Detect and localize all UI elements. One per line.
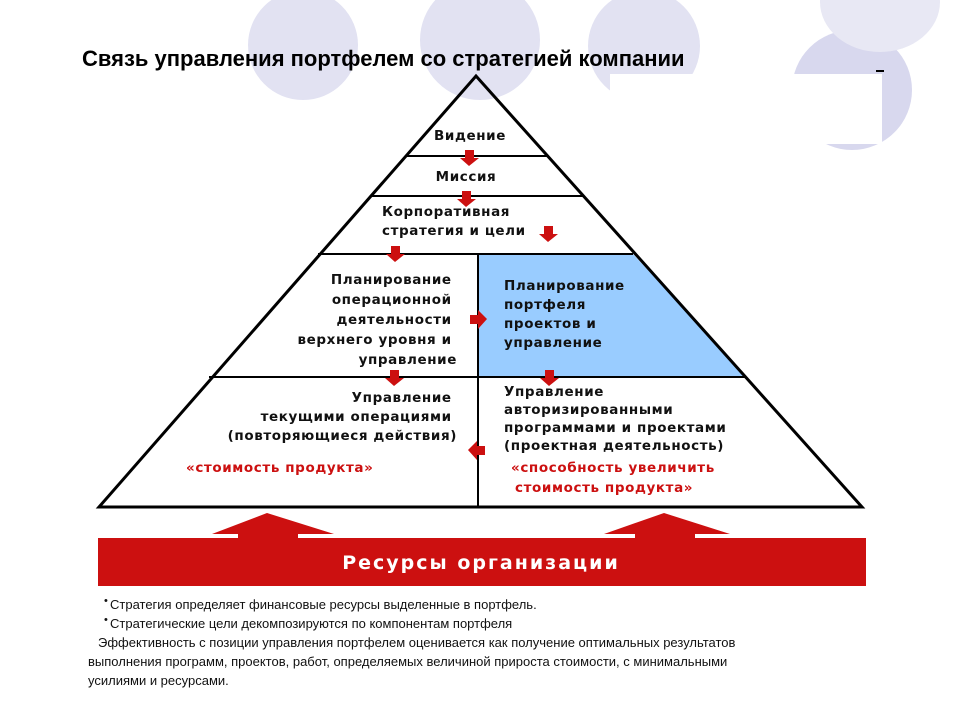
- operational-planning-label: Планирование операционной деятельности в…: [297, 272, 457, 368]
- resources-banner-label: Ресурсы организации: [342, 552, 620, 574]
- title-dash: [876, 70, 884, 72]
- portfolio-planning-cell: [478, 254, 746, 377]
- level-corporate-strategy: Корпоративная стратегия и цели: [382, 204, 526, 239]
- decor-circle: [420, 0, 540, 100]
- product-value-label: «стоимость продукта»: [186, 460, 373, 476]
- projects-management-label: Управление авторизированными программами…: [504, 384, 732, 454]
- arrow-down-icon: [460, 150, 479, 166]
- arrow-down-icon: [457, 191, 476, 207]
- current-operations-label: Управление текущими операциями (повторяю…: [228, 390, 457, 444]
- pyramid-outline: [95, 73, 866, 509]
- portfolio-planning-label: Планирование портфеля проектов и управле…: [504, 278, 630, 351]
- strategy-pyramid-diagram: Видение Миссия Корпоративная стратегия и…: [95, 73, 866, 586]
- page-title: Связь управления портфелем со стратегией…: [82, 46, 685, 71]
- decor-circle: [248, 0, 358, 100]
- arrow-up-icon: [212, 513, 334, 534]
- level-vision: Видение: [434, 128, 506, 144]
- note-bullet: • Стратегия определяет финансовые ресурс…: [88, 595, 888, 614]
- bullet-dot: •: [104, 595, 108, 607]
- notes: • Стратегия определяет финансовые ресурс…: [88, 595, 888, 690]
- arrow-up-shaft: [635, 533, 695, 539]
- arrow-down-icon: [385, 370, 404, 386]
- arrow-up-icon: [604, 513, 730, 534]
- arrow-down-icon: [386, 246, 405, 262]
- note-bullet: • Стратегические цели декомпозируются по…: [88, 614, 888, 633]
- resources-banner: [98, 538, 866, 586]
- increase-value-label: «способность увеличить стоимость продукт…: [511, 460, 720, 496]
- note-paragraph: Эффективность с позиции управления портф…: [88, 635, 736, 688]
- arrow-down-icon: [540, 370, 559, 386]
- arrow-right-icon: [470, 310, 487, 329]
- arrow-left-icon: [468, 441, 485, 460]
- bullet-dot: •: [104, 614, 108, 626]
- decor-mask: [610, 74, 882, 144]
- arrow-down-icon: [539, 226, 558, 242]
- level-mission: Миссия: [436, 169, 497, 185]
- arrow-up-shaft: [238, 533, 298, 539]
